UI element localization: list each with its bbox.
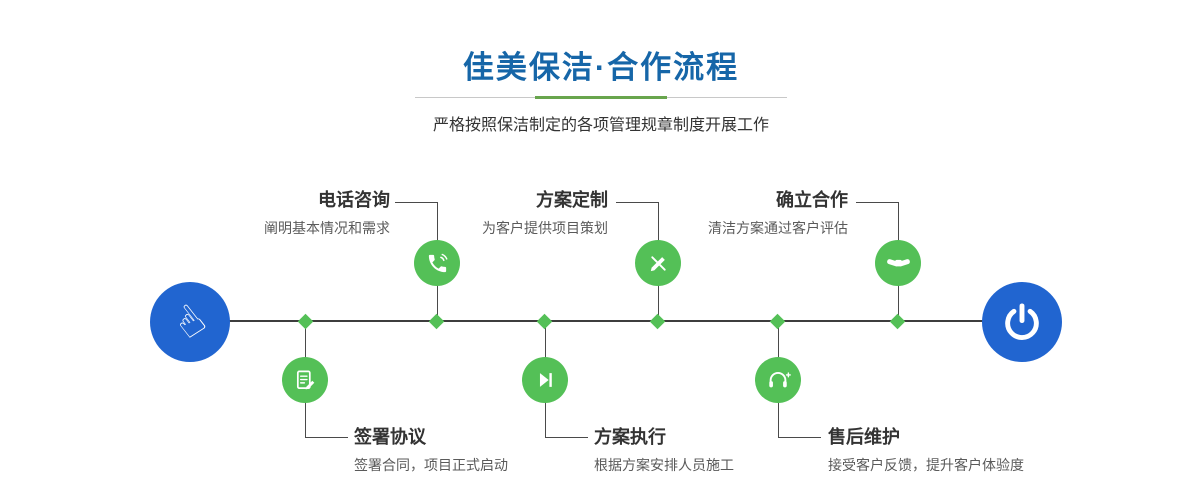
step-desc: 接受客户反馈，提升客户体验度 [828,456,1024,473]
step-label-aftersales: 售后维护 接受客户反馈，提升客户体验度 [828,427,1024,473]
step-title: 签署协议 [354,427,426,447]
connector-line [305,437,348,438]
timeline-node-diamond [536,313,553,330]
end-node [982,282,1062,362]
page-subtitle: 严格按照保洁制定的各项管理规章制度开展工作 [432,117,769,134]
step-title: 售后维护 [828,427,900,447]
headset-icon [766,369,791,392]
connector-line [856,202,898,203]
step-node-phone [414,240,460,286]
connector-line [395,202,437,203]
step-title: 确立合作 [776,190,848,210]
step-node-cooperate [875,240,921,286]
step-desc: 清洁方案通过客户评估 [708,219,848,236]
title-divider [415,96,787,99]
step-label-execute: 方案执行 根据方案安排人员施工 [594,427,734,473]
step-node-aftersales [755,357,801,403]
timeline-line [190,320,1022,322]
start-node: ☝ [150,282,230,362]
step-title: 电话咨询 [318,190,390,210]
phone-icon [426,252,449,275]
connector-line [545,437,588,438]
step-title: 方案定制 [536,190,608,210]
timeline-node-diamond [649,313,666,330]
connector-line [616,202,658,203]
document-icon [294,369,317,392]
timeline-node-diamond [428,313,445,330]
step-node-plan [635,240,681,286]
pen-icon [647,252,670,275]
step-desc: 为客户提供项目策划 [482,219,608,236]
step-title: 方案执行 [594,427,666,447]
timeline-node-diamond [769,313,786,330]
step-label-cooperate: 确立合作 清洁方案通过客户评估 [708,190,848,236]
step-label-plan: 方案定制 为客户提供项目策划 [482,190,608,236]
step-label-sign: 签署协议 签署合同，项目正式启动 [354,427,508,473]
step-desc: 阐明基本情况和需求 [264,219,390,236]
step-node-execute [522,357,568,403]
step-node-sign [282,357,328,403]
power-icon [1001,301,1043,343]
step-desc: 签署合同，项目正式启动 [354,456,508,473]
page-title: 佳美保洁·合作流程 [462,50,740,85]
title-divider-accent [535,96,667,99]
handshake-icon [886,252,911,275]
timeline-node-diamond [889,313,906,330]
step-label-phone: 电话咨询 阐明基本情况和需求 [264,190,390,236]
step-desc: 根据方案安排人员施工 [594,456,734,473]
play-icon [534,369,556,391]
timeline-node-diamond [297,313,314,330]
connector-line [778,437,821,438]
pointing-hand-icon: ☝ [164,294,215,349]
